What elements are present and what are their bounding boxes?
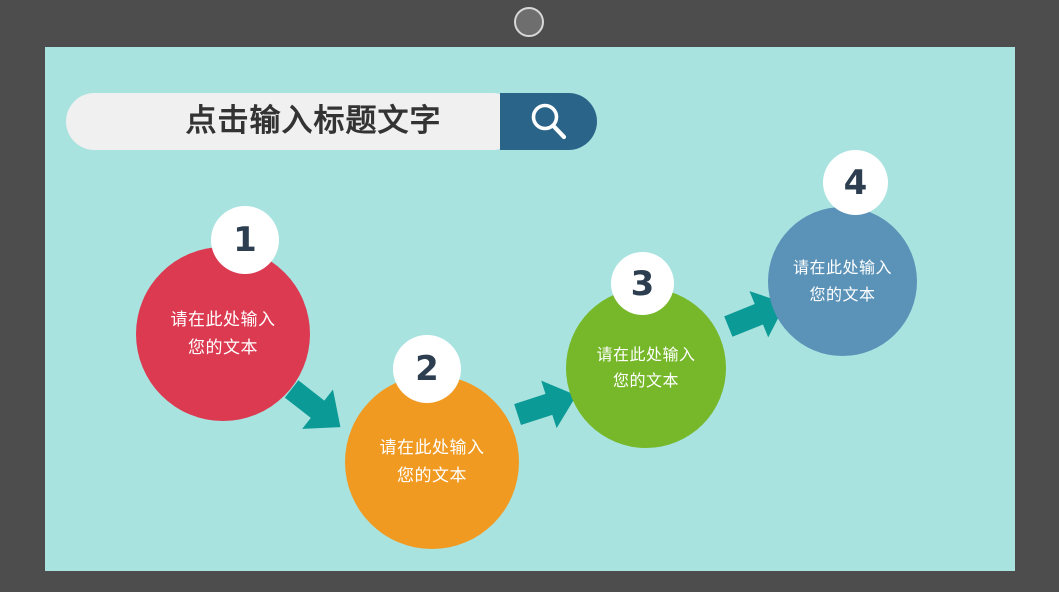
step-badge-3[interactable]: 3 — [611, 252, 674, 315]
step-arrow-2-to-3 — [514, 380, 577, 429]
search-icon — [531, 103, 566, 139]
step-2-text-line-2: 您的文本 — [397, 466, 467, 486]
step-4-text-line-1: 请在此处输入 — [792, 258, 892, 278]
step-1-text-line-1: 请在此处输入 — [170, 309, 276, 330]
step-circle-1[interactable]: 请在此处输入 您的文本 — [136, 247, 310, 421]
step-arrow-1-to-2 — [284, 380, 341, 429]
step-badge-2-number: 2 — [415, 349, 439, 389]
step-badge-1-number: 1 — [233, 220, 257, 260]
title-pill-background — [66, 93, 521, 150]
step-1-text-line-2: 您的文本 — [188, 338, 258, 358]
step-circle-2[interactable]: 请在此处输入 您的文本 — [345, 375, 519, 549]
search-button[interactable] — [500, 93, 597, 150]
slide-screen: 点击输入标题文字 请在此处输入 您的文本 1 — [45, 47, 1015, 571]
step-circle-4[interactable]: 请在此处输入 您的文本 — [768, 207, 917, 356]
webcam-icon — [514, 7, 544, 37]
step-3-text-line-1: 请在此处输入 — [596, 344, 696, 364]
step-badge-4[interactable]: 4 — [823, 150, 888, 215]
step-4-text-line-2: 您的文本 — [809, 284, 876, 304]
step-badge-4-number: 4 — [843, 162, 868, 203]
title-search-bar[interactable]: 点击输入标题文字 — [66, 93, 597, 150]
step-badge-1[interactable]: 1 — [211, 206, 279, 274]
step-badge-2[interactable]: 2 — [393, 335, 461, 403]
step-2-text-line-1: 请在此处输入 — [379, 437, 485, 458]
step-badge-3-number: 3 — [630, 263, 655, 304]
page-title[interactable]: 点击输入标题文字 — [185, 103, 442, 139]
step-3-text-line-2: 您的文本 — [612, 371, 679, 390]
